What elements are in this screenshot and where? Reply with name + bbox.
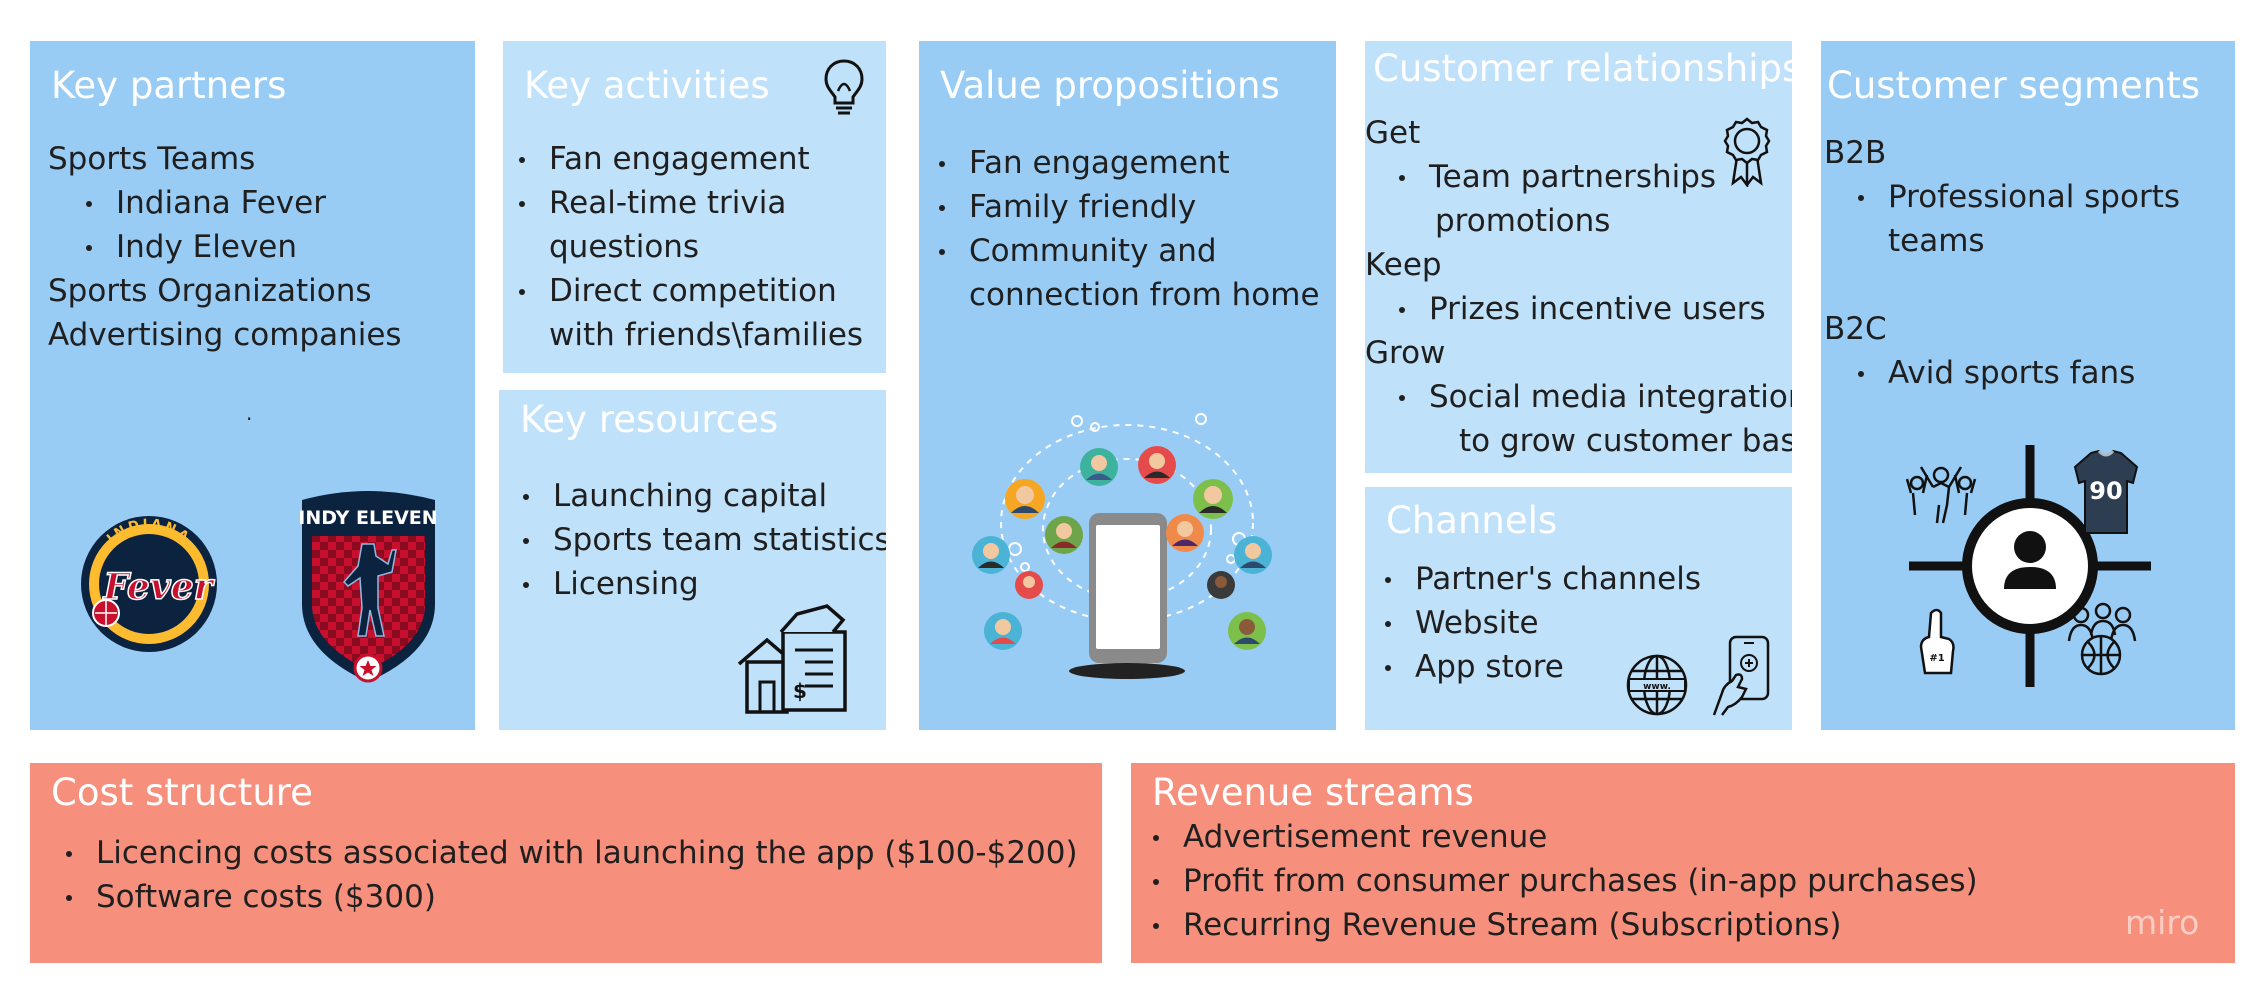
award-ribbon-icon — [1723, 117, 1771, 187]
relationship-grow-heading: Grow — [1365, 335, 1446, 371]
channel-website: Website — [1381, 601, 1701, 645]
cost-structure-block: Cost structure Licencing costs associate… — [30, 763, 1102, 963]
value-fan-engagement: Fan engagement — [935, 141, 1320, 185]
key-activities-block: Key activities Fan engagement Real-time … — [503, 41, 886, 373]
globe-www-icon: www. — [1625, 653, 1689, 717]
segment-b2c-heading: B2C — [1824, 311, 1887, 347]
channels-title: Channels — [1386, 499, 1558, 542]
customer-relationships-title: Customer relationships — [1373, 47, 1792, 90]
customer-relationships-block: Customer relationships Get Team partners… — [1365, 41, 1792, 473]
segment-b2c-list: Avid sports fans — [1824, 351, 2180, 395]
phone-in-hand-icon — [1712, 635, 1774, 717]
indiana-fever-logo: INDIANA Fever — [76, 515, 222, 653]
value-family-friendly: Family friendly — [935, 185, 1320, 229]
value-propositions-title: Value propositions — [940, 64, 1280, 107]
customer-segments-title: Customer segments — [1827, 64, 2201, 107]
channel-app-store: App store — [1381, 645, 1701, 689]
key-partners-block: Key partners Sports Teams Indiana Fever … — [30, 41, 475, 730]
football-jersey-icon: 90 — [2071, 449, 2141, 535]
relationship-keep-list: Prizes incentive users — [1365, 287, 1792, 331]
foam-finger-icon: #1 — [1917, 607, 1957, 677]
cost-licencing: Licencing costs associated with launchin… — [62, 831, 1078, 875]
key-partners-title: Key partners — [51, 64, 287, 107]
resource-licensing: Licensing — [519, 562, 886, 606]
indy-eleven-logo: INDY ELEVEN — [296, 486, 441, 686]
activity-fan-engagement: Fan engagement — [515, 137, 863, 181]
customer-segments-block: Customer segments B2B Professional sport… — [1821, 41, 2235, 730]
key-partners-list: Sports Teams Indiana Fever Indy Eleven S… — [48, 137, 402, 357]
stray-dot: . — [246, 401, 253, 425]
channels-list: Partner's channels Website App store — [1381, 557, 1701, 689]
cheering-fans-icon — [1903, 453, 1979, 525]
partner-heading-sports-organizations: Sports Organizations — [48, 273, 372, 309]
resource-launching-capital: Launching capital — [519, 474, 886, 518]
segment-b2b-heading: B2B — [1824, 135, 1887, 171]
revenue-streams-title: Revenue streams — [1152, 771, 1474, 814]
sports-teams-list: Indiana Fever Indy Eleven — [48, 181, 402, 269]
svg-text:$: $ — [793, 679, 807, 703]
partner-indiana-fever: Indiana Fever — [82, 181, 402, 225]
svg-text:#1: #1 — [1929, 653, 1944, 664]
value-propositions-block: Value propositions Fan engagement Family… — [919, 41, 1336, 730]
resource-sports-team-statistics: Sports team statistics — [519, 518, 886, 562]
segment-spacer — [1824, 263, 2180, 307]
revenue-streams-block: Revenue streams Advertisement revenue Pr… — [1131, 763, 2235, 963]
svg-text:www.: www. — [1643, 682, 1671, 692]
partner-indy-eleven: Indy Eleven — [82, 225, 402, 269]
phone-community-illustration — [969, 399, 1287, 691]
value-propositions-list: Fan engagement Family friendly Community… — [935, 141, 1320, 317]
key-resources-block: Key resources Launching capital Sports t… — [499, 390, 886, 730]
svg-text:INDY ELEVEN: INDY ELEVEN — [298, 507, 437, 529]
target-customer-icon — [1907, 443, 2153, 689]
segment-avid-fans: Avid sports fans — [1854, 351, 2180, 395]
revenue-advertisement: Advertisement revenue — [1149, 815, 1978, 859]
revenue-subscriptions: Recurring Revenue Stream (Subscriptions) — [1149, 903, 1978, 947]
cost-software: Software costs ($300) — [62, 875, 1078, 919]
channels-block: Channels Partner's channels Website App … — [1365, 487, 1792, 730]
key-activities-title: Key activities — [524, 64, 770, 107]
channel-partners: Partner's channels — [1381, 557, 1701, 601]
relationship-prizes-incentive: Prizes incentive users — [1395, 287, 1792, 331]
basketball-team-icon — [2061, 601, 2143, 677]
lightbulb-icon — [822, 57, 866, 119]
relationship-get-heading: Get — [1365, 115, 1421, 151]
revenue-consumer-purchases: Profit from consumer purchases (in-app p… — [1149, 859, 1978, 903]
revenue-streams-list: Advertisement revenue Profit from consum… — [1149, 815, 1978, 947]
svg-text:90: 90 — [2089, 477, 2122, 505]
relationship-keep-heading: Keep — [1365, 247, 1442, 283]
cost-structure-list: Licencing costs associated with launchin… — [62, 831, 1078, 919]
partner-heading-advertising-companies: Advertising companies — [48, 317, 402, 353]
miro-watermark: miro — [2125, 903, 2200, 942]
key-resources-title: Key resources — [520, 398, 779, 441]
cost-structure-title: Cost structure — [51, 771, 313, 814]
house-document-icon: $ — [735, 602, 853, 718]
svg-text:Fever: Fever — [102, 566, 215, 608]
partner-heading-sports-teams: Sports Teams — [48, 141, 256, 177]
key-resources-list: Launching capital Sports team statistics… — [519, 474, 886, 606]
